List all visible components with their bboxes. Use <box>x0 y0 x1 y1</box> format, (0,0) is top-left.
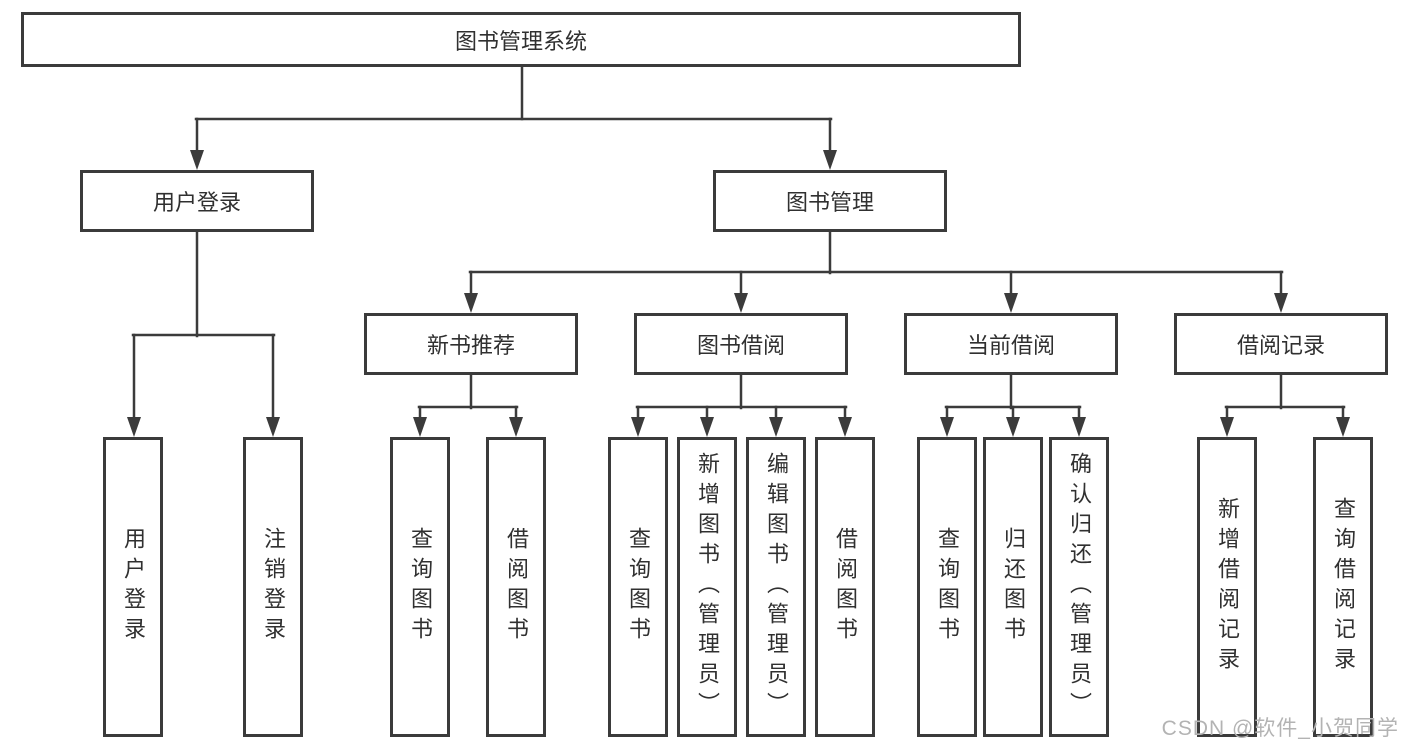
node-label: 图书管理系统 <box>454 28 587 54</box>
node-label: 新书推荐 <box>426 333 515 358</box>
leaf-user-login: 用户登录 <box>103 437 163 737</box>
leaf-borrowing-edit-books-admin: 编辑图书（管理员） <box>746 437 806 737</box>
csdn-watermark: CSDN @软件_小贺同学 <box>1161 717 1399 740</box>
leaf-logout: 注销登录 <box>243 437 303 737</box>
node-label: 当前借阅 <box>966 333 1055 358</box>
leaf-newbook-query-books: 查询图书 <box>390 437 450 737</box>
leaf-borrowing-add-books-admin: 新增图书（管理员） <box>677 437 737 737</box>
leaf-current-confirm-return-admin: 确认归还（管理员） <box>1049 437 1109 737</box>
node-label: 借阅图书 <box>504 527 529 647</box>
leaf-records-add-borrow-record: 新增借阅记录 <box>1197 437 1257 737</box>
node-label: 确认归还（管理员） <box>1067 452 1092 722</box>
node-label: 注销登录 <box>261 527 286 647</box>
node-user-login: 用户登录 <box>80 170 314 232</box>
node-label: 借阅图书 <box>833 527 858 647</box>
node-label: 归还图书 <box>1001 527 1026 647</box>
node-book-management: 图书管理 <box>713 170 947 232</box>
node-book-borrowing: 图书借阅 <box>634 313 848 375</box>
node-label: 图书借阅 <box>696 333 785 358</box>
leaf-borrowing-query-books: 查询图书 <box>608 437 668 737</box>
leaf-current-query-books: 查询图书 <box>917 437 977 737</box>
node-label: 查询借阅记录 <box>1331 497 1356 677</box>
node-label: 查询图书 <box>935 527 960 647</box>
node-label: 编辑图书（管理员） <box>764 452 789 722</box>
node-label: 查询图书 <box>408 527 433 647</box>
node-label: 用户登录 <box>152 190 241 215</box>
leaf-borrowing-borrow-books: 借阅图书 <box>815 437 875 737</box>
node-label: 图书管理 <box>785 190 874 215</box>
node-new-book-recommend: 新书推荐 <box>364 313 578 375</box>
node-label: 新增借阅记录 <box>1215 497 1240 677</box>
leaf-current-return-books: 归还图书 <box>983 437 1043 737</box>
node-library-management-system: 图书管理系统 <box>21 12 1021 67</box>
leaf-newbook-borrow-books: 借阅图书 <box>486 437 546 737</box>
node-label: 借阅记录 <box>1236 333 1325 358</box>
node-label: 新增图书（管理员） <box>695 452 720 722</box>
node-current-borrowing: 当前借阅 <box>904 313 1118 375</box>
node-label: 查询图书 <box>626 527 651 647</box>
node-label: 用户登录 <box>121 527 146 647</box>
leaf-records-query-borrow-record: 查询借阅记录 <box>1313 437 1373 737</box>
node-borrowing-records: 借阅记录 <box>1174 313 1388 375</box>
